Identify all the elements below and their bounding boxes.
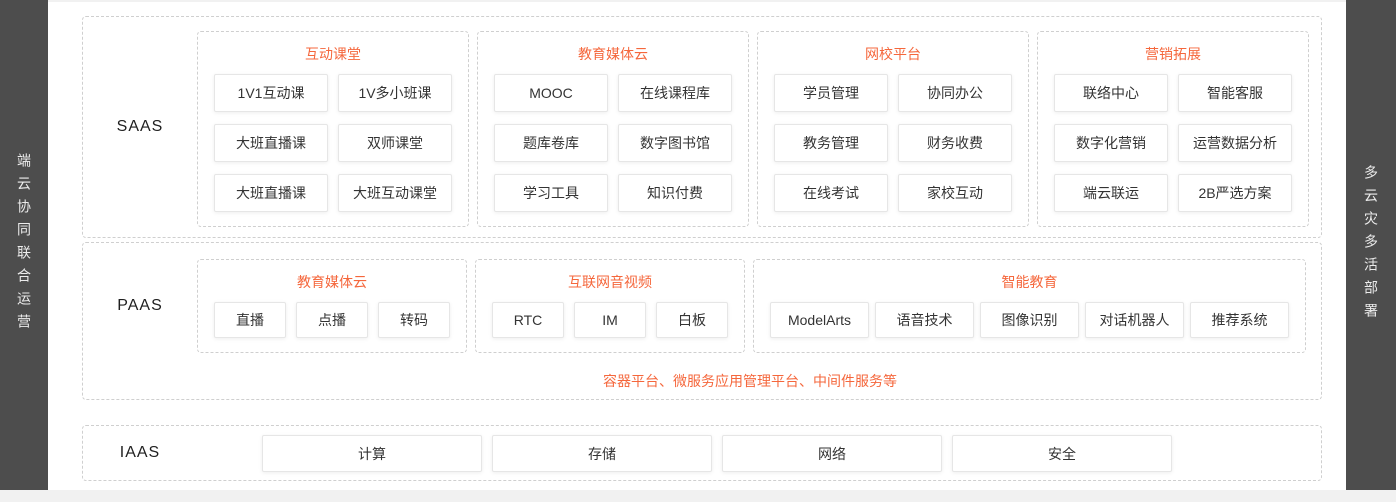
capability-chip: 运营数据分析 — [1178, 124, 1292, 162]
capability-chip: 题库卷库 — [494, 124, 608, 162]
capability-chip: 大班直播课 — [214, 124, 328, 162]
group-title: 网校平台 — [865, 46, 921, 62]
capability-chip: 点播 — [296, 302, 368, 338]
capability-chip: 联络中心 — [1054, 74, 1168, 112]
capability-chip: 学员管理 — [774, 74, 888, 112]
group-chip-row: ModelArts 语音技术 图像识别 对话机器人 推荐系统 — [770, 302, 1289, 338]
group-chip-grid: MOOC 在线课程库 题库卷库 数字图书馆 学习工具 知识付费 — [494, 74, 732, 212]
capability-chip: 教务管理 — [774, 124, 888, 162]
capability-chip: 图像识别 — [980, 302, 1079, 338]
group-title: 智能教育 — [1001, 274, 1058, 290]
group-chip-row: RTC IM 白板 — [492, 302, 728, 338]
group-title: 教育媒体云 — [297, 274, 367, 290]
capability-chip: 知识付费 — [618, 174, 732, 212]
paas-groups: 教育媒体云 直播 点播 转码 互联网音视频 RTC IM 白板 智能教育 Mo — [197, 259, 1306, 353]
group-internet-audio-video: 互联网音视频 RTC IM 白板 — [475, 259, 745, 353]
capability-chip: RTC — [492, 302, 564, 338]
capability-chip: ModelArts — [770, 302, 869, 338]
left-rail: 端云协同联合运营 — [0, 0, 48, 490]
capability-chip: 大班直播课 — [214, 174, 328, 212]
iaas-layer-label: IAAS — [119, 444, 161, 461]
capability-chip: 安全 — [952, 435, 1172, 472]
capability-chip: MOOC — [494, 74, 608, 112]
right-rail-label: 多云灾多活部署 — [1363, 164, 1379, 326]
paas-layer: PAAS 教育媒体云 直播 点播 转码 互联网音视频 RTC IM 白板 — [82, 242, 1322, 400]
group-chip-grid: 1V1互动课 1V多小班课 大班直播课 双师课堂 大班直播课 大班互动课堂 — [214, 74, 452, 212]
group-chip-row: 直播 点播 转码 — [214, 302, 450, 338]
capability-chip: 学习工具 — [494, 174, 608, 212]
capability-chip: 数字图书馆 — [618, 124, 732, 162]
capability-chip: 财务收费 — [898, 124, 1012, 162]
capability-chip: 端云联运 — [1054, 174, 1168, 212]
group-title: 营销拓展 — [1145, 46, 1201, 62]
top-edge-strip — [0, 0, 1396, 2]
group-chip-grid: 学员管理 协同办公 教务管理 财务收费 在线考试 家校互动 — [774, 74, 1012, 212]
capability-chip: 转码 — [378, 302, 450, 338]
capability-chip: 数字化营销 — [1054, 124, 1168, 162]
group-title: 互动课堂 — [305, 46, 361, 62]
group-marketing-expansion: 营销拓展 联络中心 智能客服 数字化营销 运营数据分析 端云联运 2B严选方案 — [1037, 31, 1309, 227]
group-education-media-cloud-saas: 教育媒体云 MOOC 在线课程库 题库卷库 数字图书馆 学习工具 知识付费 — [477, 31, 749, 227]
capability-chip: 在线课程库 — [618, 74, 732, 112]
group-education-media-cloud-paas: 教育媒体云 直播 点播 转码 — [197, 259, 467, 353]
capability-chip: 双师课堂 — [338, 124, 452, 162]
capability-chip: 智能客服 — [1178, 74, 1292, 112]
group-interactive-classroom: 互动课堂 1V1互动课 1V多小班课 大班直播课 双师课堂 大班直播课 大班互动… — [197, 31, 469, 227]
group-chip-grid: 联络中心 智能客服 数字化营销 运营数据分析 端云联运 2B严选方案 — [1054, 74, 1292, 212]
left-rail-label: 端云协同联合运营 — [16, 153, 32, 337]
iaas-chip-row: 计算 存储 网络 安全 — [262, 435, 1172, 472]
capability-chip: 存储 — [492, 435, 712, 472]
paas-footnote: 容器平台、微服务应用管理平台、中间件服务等 — [603, 373, 897, 389]
group-title: 互联网音视频 — [568, 274, 652, 290]
capability-chip: 在线考试 — [774, 174, 888, 212]
capability-chip: 1V1互动课 — [214, 74, 328, 112]
capability-chip: 对话机器人 — [1085, 302, 1184, 338]
group-online-school-platform: 网校平台 学员管理 协同办公 教务管理 财务收费 在线考试 家校互动 — [757, 31, 1029, 227]
capability-chip: 语音技术 — [875, 302, 974, 338]
bottom-edge-strip — [0, 490, 1396, 502]
capability-chip: 网络 — [722, 435, 942, 472]
capability-chip: 直播 — [214, 302, 286, 338]
capability-chip: 白板 — [656, 302, 728, 338]
right-rail: 多云灾多活部署 — [1346, 0, 1396, 490]
saas-layer-label: SAAS — [116, 118, 164, 135]
capability-chip: 计算 — [262, 435, 482, 472]
capability-chip: 推荐系统 — [1190, 302, 1289, 338]
capability-chip: 1V多小班课 — [338, 74, 452, 112]
capability-chip: 2B严选方案 — [1178, 174, 1292, 212]
capability-chip: 协同办公 — [898, 74, 1012, 112]
capability-chip: IM — [574, 302, 646, 338]
saas-groups: 互动课堂 1V1互动课 1V多小班课 大班直播课 双师课堂 大班直播课 大班互动… — [197, 31, 1309, 227]
saas-layer: SAAS 互动课堂 1V1互动课 1V多小班课 大班直播课 双师课堂 大班直播课… — [82, 16, 1322, 238]
iaas-layer: IAAS 计算 存储 网络 安全 — [82, 425, 1322, 481]
capability-chip: 大班互动课堂 — [338, 174, 452, 212]
group-intelligent-education: 智能教育 ModelArts 语音技术 图像识别 对话机器人 推荐系统 — [753, 259, 1306, 353]
group-title: 教育媒体云 — [578, 46, 648, 62]
paas-layer-label: PAAS — [117, 297, 163, 314]
capability-chip: 家校互动 — [898, 174, 1012, 212]
